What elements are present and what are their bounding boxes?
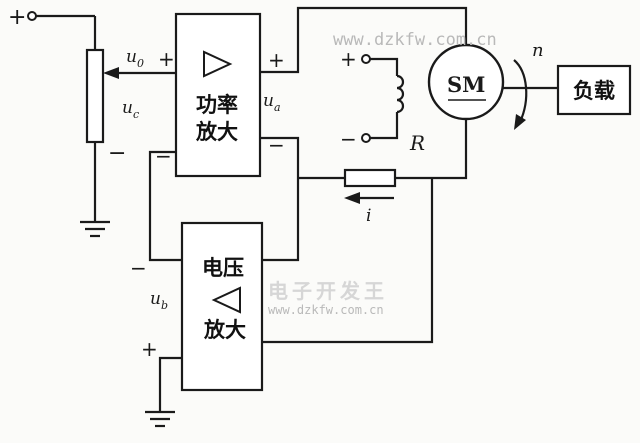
source-plus-label: + xyxy=(8,5,26,30)
uc-label: u xyxy=(122,98,133,118)
potentiometer xyxy=(85,48,105,144)
amp1-in-plus-label: + xyxy=(158,47,175,71)
voltage-amp-label-line2: 放大 xyxy=(203,318,246,342)
u0-label: u xyxy=(126,47,137,67)
uc-subscript: c xyxy=(133,108,139,121)
current-feedback-wire xyxy=(262,178,434,344)
pot-minus-label: − xyxy=(108,141,126,166)
voltage-amp-ground xyxy=(145,356,182,428)
amp1-out-plus-label: + xyxy=(268,48,285,72)
voltage-amp-label-line1: 电压 xyxy=(202,256,244,280)
power-amp-block xyxy=(174,12,262,178)
field-winding xyxy=(361,54,405,143)
voltage-amp-block xyxy=(180,221,264,392)
power-amp-label-line1: 功率 xyxy=(196,93,238,117)
ua-subscript: a xyxy=(274,101,281,114)
field-r-label: R xyxy=(409,131,425,155)
potentiometer-ground xyxy=(80,142,110,238)
sense-resistor xyxy=(343,168,397,188)
motor-label: SM xyxy=(447,72,485,97)
speed-n-label: n xyxy=(532,40,544,61)
voltage-amp-triangle-icon xyxy=(211,286,241,314)
load-block xyxy=(556,64,632,116)
power-amp-label-line2: 放大 xyxy=(195,120,238,144)
amp2-in-plus-label: + xyxy=(141,337,158,361)
field-plus-label: + xyxy=(340,47,357,71)
source-terminal xyxy=(27,11,97,50)
watermark-brand: 电子开发王 xyxy=(268,279,388,303)
power-amp-triangle-icon xyxy=(203,50,233,78)
feedback-wire xyxy=(148,150,182,262)
current-i-label: i xyxy=(366,206,371,226)
rotation-arrow-icon xyxy=(513,59,528,130)
field-minus-label: − xyxy=(340,127,357,151)
load-label: 负载 xyxy=(573,79,615,103)
ub-subscript: b xyxy=(161,299,168,312)
amp1-in-minus-label: − xyxy=(155,144,172,168)
watermark-url-top: www.dzkfw.com.cn xyxy=(333,30,497,50)
ua-label: u xyxy=(263,91,274,111)
u0-subscript: 0 xyxy=(137,57,144,70)
watermark-url-mid: www.dzkfw.com.cn xyxy=(268,303,384,317)
amp1-out-minus-label: − xyxy=(268,133,285,157)
amp2-in-minus-label: − xyxy=(130,256,147,280)
ub-label: u xyxy=(150,289,161,309)
armature-wiring xyxy=(260,6,468,262)
wiper-arrow xyxy=(103,67,176,79)
current-arrow-icon xyxy=(344,192,394,204)
